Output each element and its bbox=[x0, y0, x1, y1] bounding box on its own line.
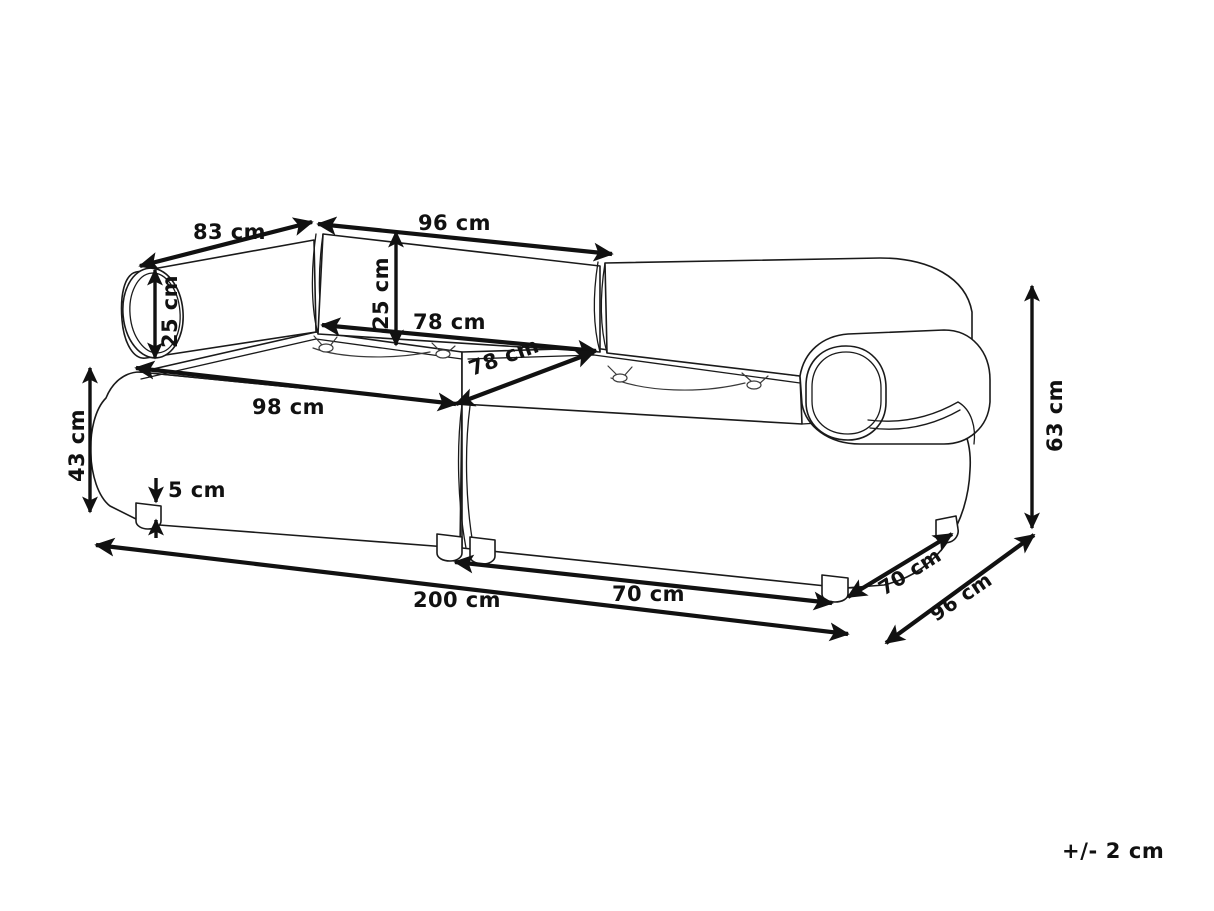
armrest-end-cap bbox=[805, 345, 887, 441]
dim-83-label: 83 cm bbox=[193, 220, 266, 244]
backrest-seam-a bbox=[311, 233, 319, 335]
right-armrest-roll bbox=[799, 329, 991, 445]
armrest-lower-seam-1 bbox=[867, 401, 959, 422]
dim-78-back-label: 78 cm bbox=[413, 310, 486, 334]
tolerance-note: +/- 2 cm bbox=[1062, 839, 1164, 863]
dim-25-bolster: 25 cm bbox=[147, 268, 182, 360]
leg-front-right bbox=[821, 574, 849, 603]
dim-78-back: 78 cm bbox=[320, 310, 598, 359]
dim-63: 63 cm bbox=[1024, 284, 1067, 530]
dim-70-bottom: 70 cm bbox=[453, 554, 834, 611]
leg-center-left bbox=[436, 533, 463, 562]
dim-5: 5 cm bbox=[148, 478, 226, 538]
dim-96-top: 96 cm bbox=[316, 211, 614, 262]
base-module-seam bbox=[457, 403, 467, 549]
dim-98-label: 98 cm bbox=[252, 395, 325, 419]
dim-63-label: 63 cm bbox=[1043, 379, 1067, 452]
armrest-right-edge bbox=[957, 401, 976, 445]
leg-center-right bbox=[469, 536, 496, 565]
dim-25-bolster-label: 25 cm bbox=[158, 275, 182, 348]
tufting-right-cushion bbox=[607, 365, 769, 391]
dim-96-top-label: 96 cm bbox=[418, 211, 491, 235]
dim-96-depth-label: 96 cm bbox=[925, 567, 996, 626]
backrest-seam-e bbox=[600, 262, 608, 354]
dim-25-back-label: 25 cm bbox=[369, 257, 393, 330]
dim-98: 98 cm bbox=[134, 360, 458, 419]
dim-83: 83 cm bbox=[138, 217, 314, 271]
armrest-lower-seam-2 bbox=[869, 409, 961, 430]
dim-43-label: 43 cm bbox=[65, 409, 89, 482]
armrest-end-cap-inner bbox=[811, 351, 882, 435]
base-module-seam-2 bbox=[465, 405, 475, 551]
backrest-seam-d bbox=[593, 261, 601, 353]
dim-43: 43 cm bbox=[65, 366, 98, 514]
dim-200-label: 200 cm bbox=[413, 588, 501, 612]
dim-5-label: 5 cm bbox=[168, 478, 226, 502]
sofa-illustration bbox=[89, 233, 991, 603]
dim-70-bottom-label: 70 cm bbox=[612, 582, 685, 606]
backrest-right bbox=[317, 233, 601, 353]
